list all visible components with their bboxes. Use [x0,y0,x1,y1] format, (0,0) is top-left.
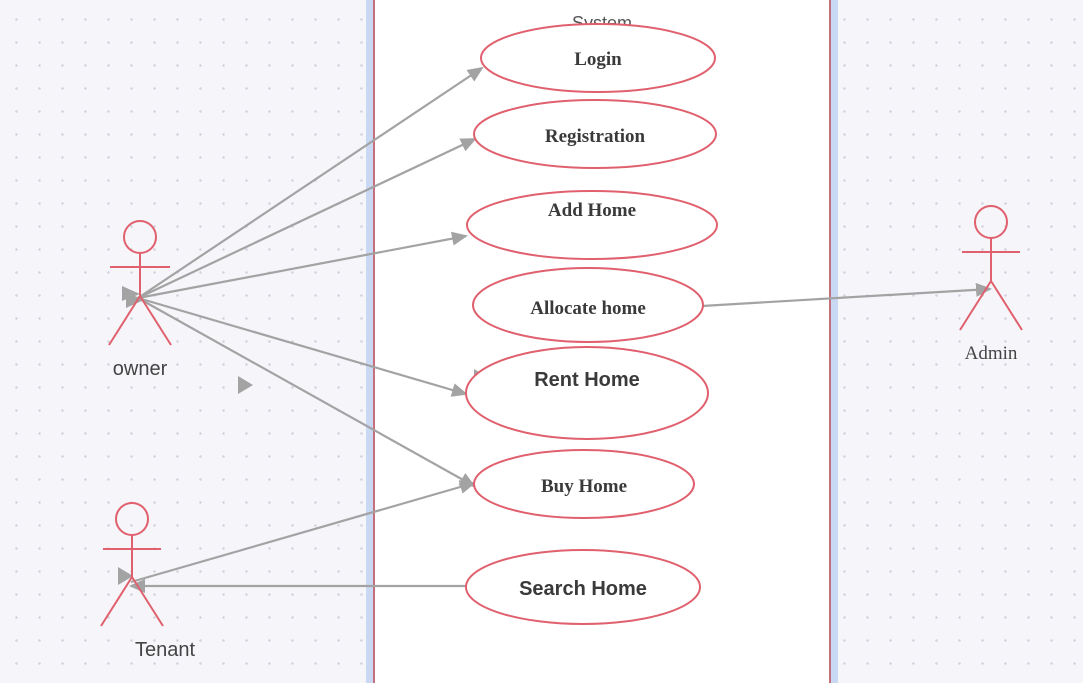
association-tenant-buy-home[interactable] [130,480,476,584]
association-owner-add-home[interactable] [137,231,468,300]
use-case-allocate-home[interactable]: Allocate home [472,267,704,343]
arrow-glyph-icon [118,567,133,585]
use-case-login[interactable]: Login [480,23,716,93]
actor-label: owner [113,358,168,380]
association-owner-registration[interactable] [137,138,477,299]
actor-label: Tenant [135,639,195,661]
actor-label: Admin [965,343,1018,364]
use-case-add-home[interactable]: Add Home [466,190,718,260]
association-owner-rent-home[interactable] [137,296,468,397]
association-allocate-home-admin[interactable] [701,282,992,308]
stick-figure-icon [108,220,172,346]
use-case-ellipse [465,549,701,625]
use-case-label: Login [574,49,622,70]
use-case-label: Allocate home [530,298,646,319]
stick-figure-icon [959,205,1023,331]
use-case-ellipse [472,267,704,343]
use-case-buy-home[interactable]: Buy Home [473,449,695,519]
use-case-label: Search Home [519,578,647,600]
use-case-ellipse [466,190,718,260]
use-case-label: Add Home [548,200,636,221]
use-case-ellipse [473,99,717,169]
actor-owner[interactable]: owner [108,220,172,380]
association-owner-login[interactable] [137,66,484,299]
use-case-label: Rent Home [534,369,640,391]
use-case-label: Buy Home [541,476,627,497]
use-case-rent-home[interactable]: Rent Home [465,346,709,440]
actor-tenant[interactable]: Tenant [100,502,195,661]
associations [129,66,992,593]
association-owner-buy-home[interactable] [137,297,476,487]
stick-figure-icon [100,502,164,627]
use-case-ellipse [473,449,695,519]
use-case-ellipse [465,346,709,440]
use-case-ellipse [480,23,716,93]
arrow-glyph-icon [126,292,144,308]
use-case-registration[interactable]: Registration [473,99,717,169]
arrow-glyph-icon [238,376,253,394]
use-case-label: Registration [545,126,646,147]
use-case-search-home[interactable]: Search Home [465,549,701,625]
actor-admin[interactable]: Admin [959,205,1023,364]
